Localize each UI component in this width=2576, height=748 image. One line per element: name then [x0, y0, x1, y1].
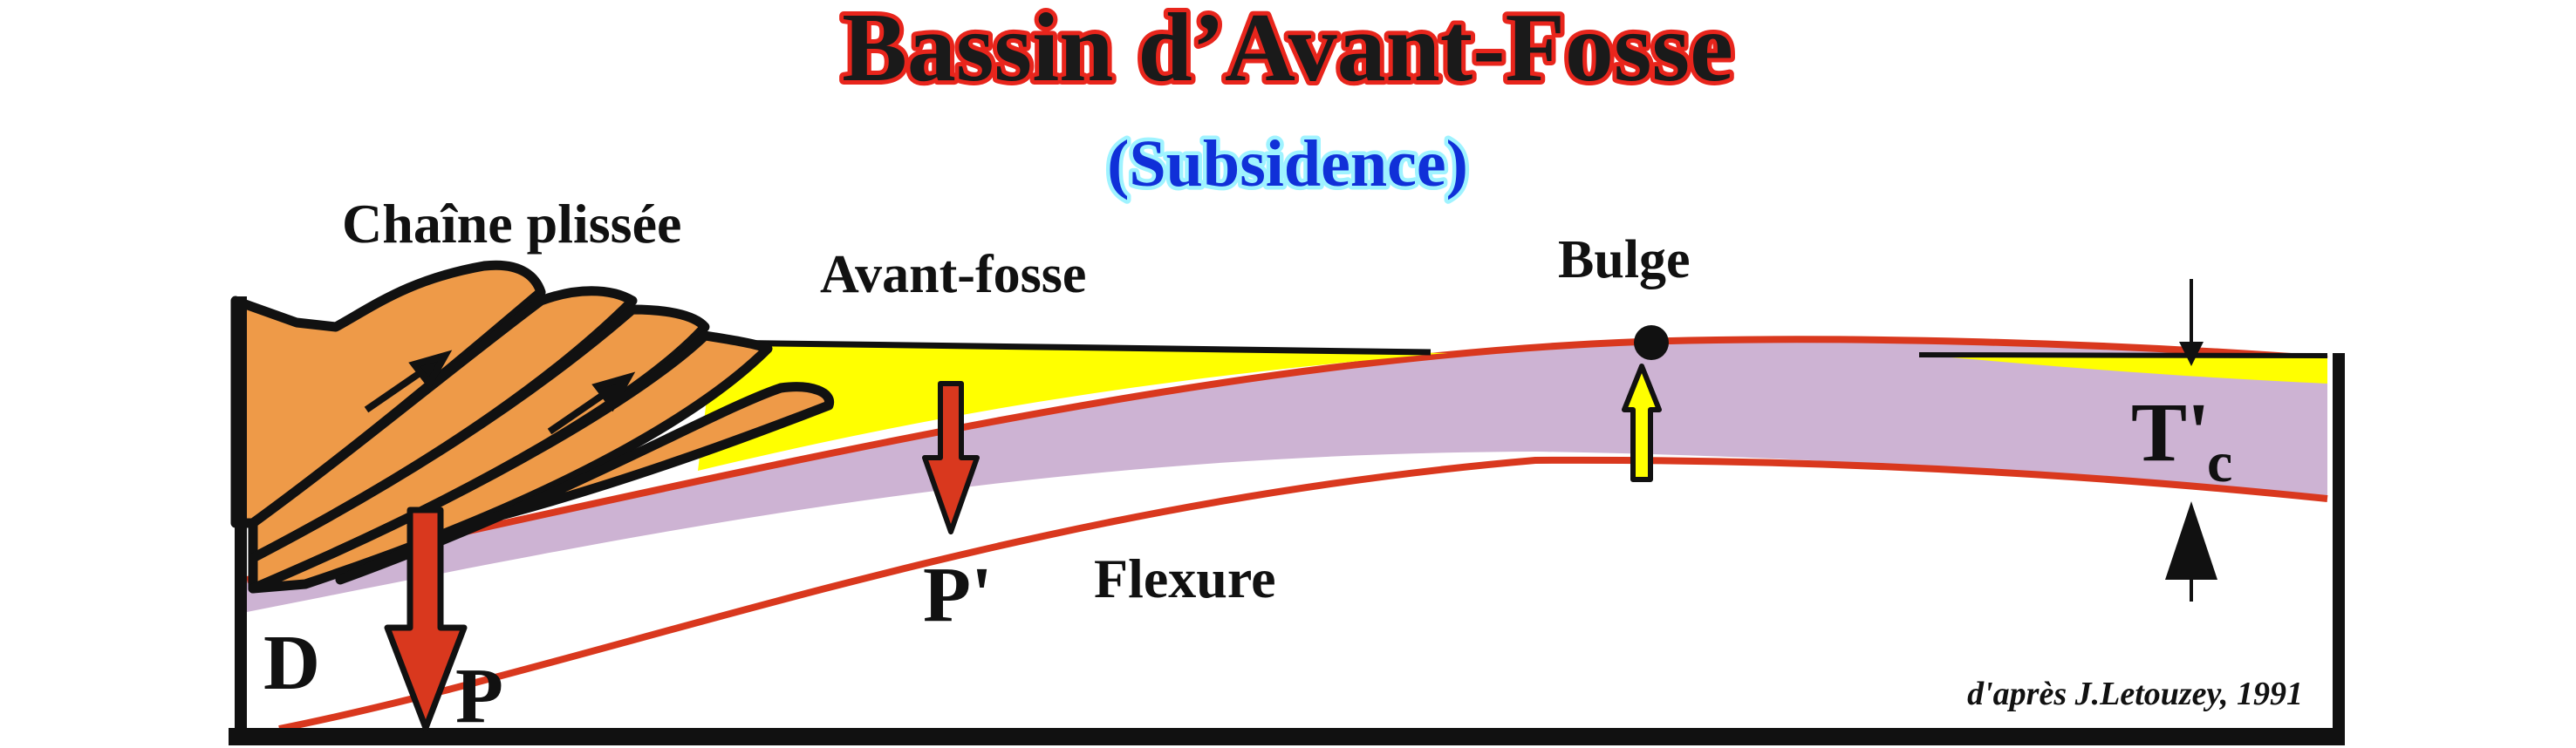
thickness-top-arrow-head — [2179, 342, 2204, 366]
label-thickness-t: T' — [2131, 385, 2210, 479]
thrust-arrow-1-head — [408, 350, 453, 391]
label-load-p-prime: P' — [923, 552, 993, 638]
thickness-bottom-arrow-head — [2165, 501, 2217, 580]
label-fold-belt: Chaîne plissée — [342, 193, 681, 255]
bulge-crest-dot — [1634, 325, 1669, 360]
label-bulge: Bulge — [1558, 230, 1691, 289]
foredeep-sediments — [698, 343, 1448, 471]
credit-text: d'après J.Letouzey, 1991 — [1967, 676, 2303, 712]
thrust-motion-arrows — [364, 350, 636, 435]
distal-surface-line — [1918, 352, 2328, 358]
lithosphere-plate — [247, 339, 2327, 612]
diagram-subtitle: (Subsidence) — [1107, 127, 1468, 201]
thrust-sheet-4 — [248, 330, 773, 594]
load-arrow-p — [384, 507, 468, 731]
diagram-title: Bassin d’Avant-Fosse — [842, 0, 1733, 102]
bulge-uplift-arrow — [1622, 364, 1662, 482]
lithosphere-base-line — [278, 456, 2328, 732]
label-foredeep: Avant-fosse — [820, 245, 1086, 304]
label-flexure: Flexure — [1094, 547, 1276, 609]
label-deflection-d: D — [263, 620, 320, 706]
load-arrow-p-prime — [922, 381, 980, 534]
thickness-markers — [2165, 279, 2217, 602]
lithosphere-top-line — [246, 336, 2328, 583]
thrust-sheet-5 — [335, 382, 835, 585]
label-load-p: P — [455, 653, 503, 739]
thrust-arrow-2-head — [591, 371, 636, 412]
distal-sediments — [1919, 355, 2327, 384]
section-frame — [229, 296, 2345, 745]
foredeep-surface-line — [713, 339, 1431, 356]
label-thickness-sub: c — [2207, 431, 2232, 494]
